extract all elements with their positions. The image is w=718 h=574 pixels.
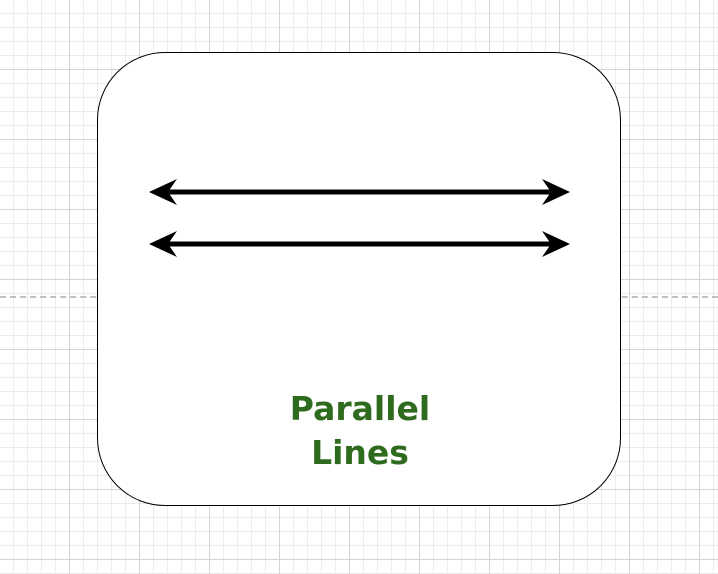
caption-line-2: Lines	[311, 433, 409, 472]
bottom-double-arrow[interactable]	[149, 231, 570, 257]
diagram-caption: Parallel Lines	[98, 387, 622, 475]
caption-line-1: Parallel	[289, 389, 431, 428]
top-double-arrow[interactable]	[149, 179, 570, 205]
parallel-lines-graphic	[149, 179, 570, 257]
parallel-lines-card[interactable]: Parallel Lines	[97, 52, 621, 506]
